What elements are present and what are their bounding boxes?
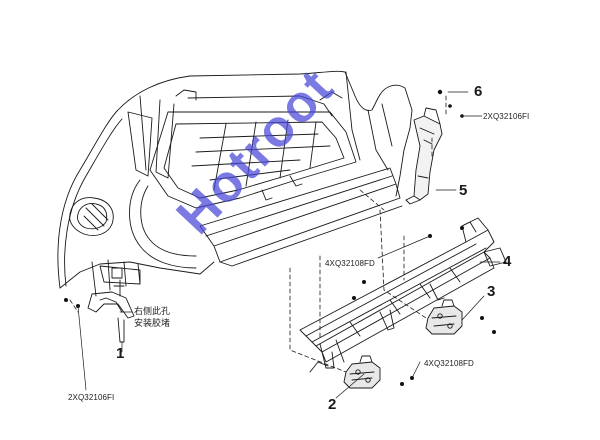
callout-2: 2 — [328, 396, 337, 413]
install-note-line-2: 安装胶堵 — [134, 318, 171, 328]
rear-body-assembly — [57, 70, 413, 297]
leader-lines — [77, 91, 501, 399]
part-code-middle: 4XQ32108FD — [325, 259, 375, 268]
install-note-line-1: 右侧此孔 — [134, 306, 171, 316]
callout-1: 1 — [116, 345, 125, 362]
part-code-lower-right: 4XQ32108FD — [424, 359, 474, 368]
fasteners — [64, 89, 496, 386]
part-code-bottom-left: 2XQ32106FI — [68, 393, 115, 402]
part-5-side-bracket — [405, 107, 443, 205]
callout-4: 4 — [503, 253, 512, 270]
part-4-bumper-beam — [299, 217, 507, 373]
part-3-bracket — [425, 299, 463, 335]
part-code-top-right: 2XQ32106FI — [483, 112, 530, 121]
callout-3: 3 — [487, 283, 496, 300]
part-2-bracket — [343, 355, 381, 389]
callout-5: 5 — [459, 182, 468, 199]
assembly-guide-lines — [69, 95, 447, 373]
callout-6: 6 — [474, 83, 483, 100]
